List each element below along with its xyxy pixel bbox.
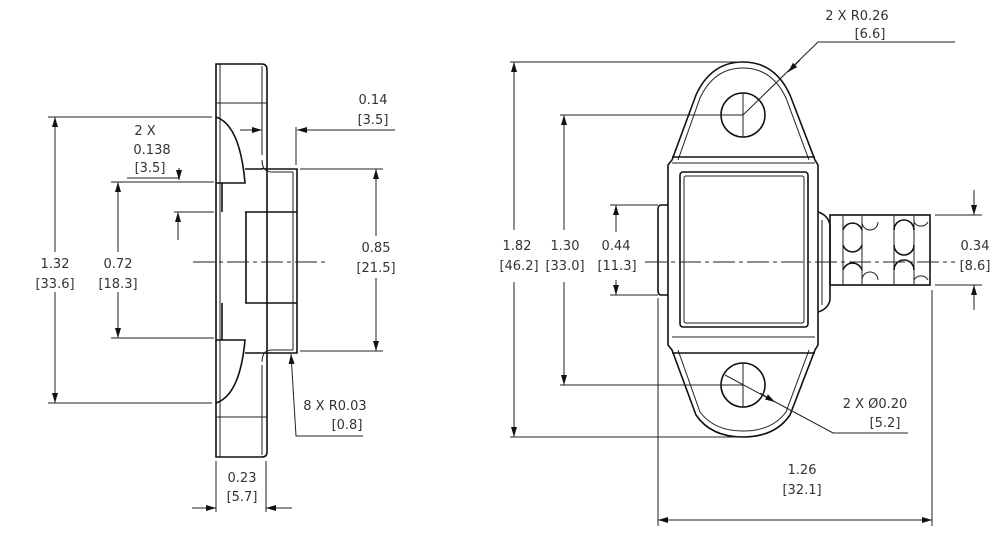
dim-front-height: 1.82: [503, 239, 532, 254]
dim-flange-thickness-mm: [5.7]: [227, 490, 258, 505]
dim-slot-height-mm: [18.3]: [98, 277, 137, 292]
dim-slot-height: 0.72: [104, 257, 133, 272]
dim-boss-depth-mm: [3.5]: [358, 113, 389, 128]
dim-hole-diameter: 2 X Ø0.20: [843, 397, 908, 412]
dim-front-width-mm: [32.1]: [782, 483, 821, 498]
dim-connector-height-mm: [8.6]: [960, 259, 991, 274]
dim-tab-height: 0.44: [602, 239, 631, 254]
dim-tab-height-mm: [11.3]: [597, 259, 636, 274]
left-tab: [657, 204, 668, 296]
dim-hole-spacing-mm: [33.0]: [545, 259, 584, 274]
dim-lobe-radius-mm: [6.6]: [855, 27, 886, 42]
dim-connector-height: 0.34: [961, 239, 990, 254]
mount-outline: [667, 61, 819, 438]
dim-step-mm: [3.5]: [135, 161, 166, 176]
dim-boss-height-mm: [21.5]: [356, 261, 395, 276]
dim-overall-height-mm: [33.6]: [35, 277, 74, 292]
dim-flange-thickness: 0.23: [228, 471, 257, 486]
dim-hole-diameter-mm: [5.2]: [870, 416, 901, 431]
connector: [817, 211, 931, 313]
body-bump-top: [215, 116, 246, 184]
body-bump-bottom: [215, 339, 246, 404]
front-view: 1.82 [46.2] 1.30 [33.0] 0.44 [11.3] 0.34…: [499, 9, 990, 526]
dim-fillet-mm: [0.8]: [332, 418, 363, 433]
dim-step: 0.138: [133, 143, 170, 158]
flange-outline: [215, 63, 268, 458]
dim-hole-spacing: 1.30: [551, 239, 580, 254]
window: [679, 171, 809, 328]
dim-boss-height: 0.85: [362, 241, 391, 256]
dim-boss-depth: 0.14: [359, 93, 388, 108]
dim-step-qty: 2 X: [134, 124, 155, 139]
dim-fillet: 8 X R0.03: [303, 399, 366, 414]
side-view: 1.32 [33.6] 0.72 [18.3] 0.85 [21.5] 0.14…: [35, 63, 396, 512]
dim-overall-height: 1.32: [41, 257, 70, 272]
boss-outline: [245, 167, 298, 354]
dim-front-height-mm: [46.2]: [499, 259, 538, 274]
dim-lobe-radius: 2 X R0.26: [825, 9, 888, 24]
dim-front-width: 1.26: [788, 463, 817, 478]
